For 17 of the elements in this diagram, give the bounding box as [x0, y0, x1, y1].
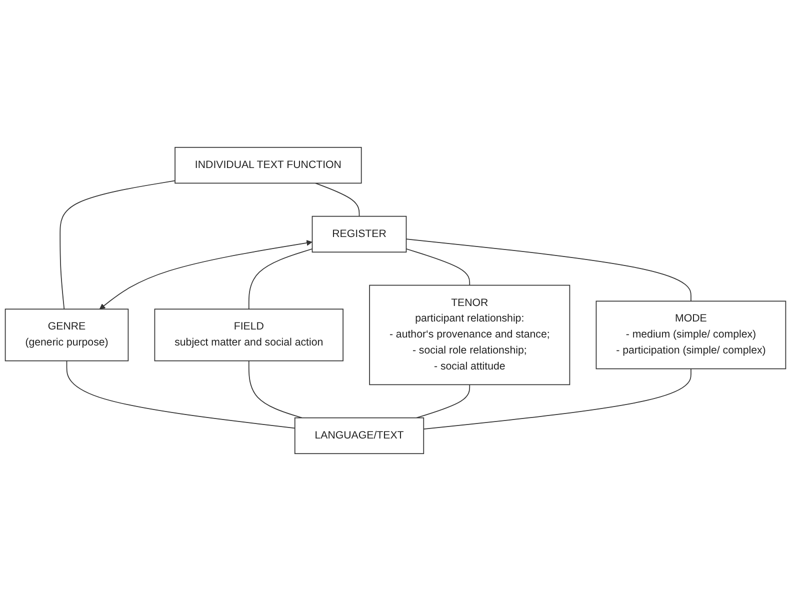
connector: [406, 238, 692, 302]
arrow: [99, 240, 312, 310]
connector: [423, 368, 692, 430]
connector: [248, 360, 302, 418]
connector: [406, 248, 470, 286]
node-box: LANGUAGE/TEXT: [294, 417, 424, 454]
connector: [315, 182, 360, 217]
node-box: INDIVIDUAL TEXT FUNCTION: [174, 146, 362, 184]
node-box: TENOR participant relationship: - author‘s provenance and stance; - social role relationship; - social attitude: [369, 284, 570, 386]
node-box: FIELD subject matter and social action: [154, 308, 344, 362]
connector: [60, 180, 176, 310]
connector: [66, 360, 296, 429]
node-box: GENRE (generic purpose): [4, 308, 129, 362]
connector: [416, 384, 470, 418]
connector: [248, 248, 313, 310]
node-box: REGISTER: [312, 216, 407, 253]
node-box: MODE - medium (simple/ complex) - participation (simple/ complex): [596, 300, 786, 370]
